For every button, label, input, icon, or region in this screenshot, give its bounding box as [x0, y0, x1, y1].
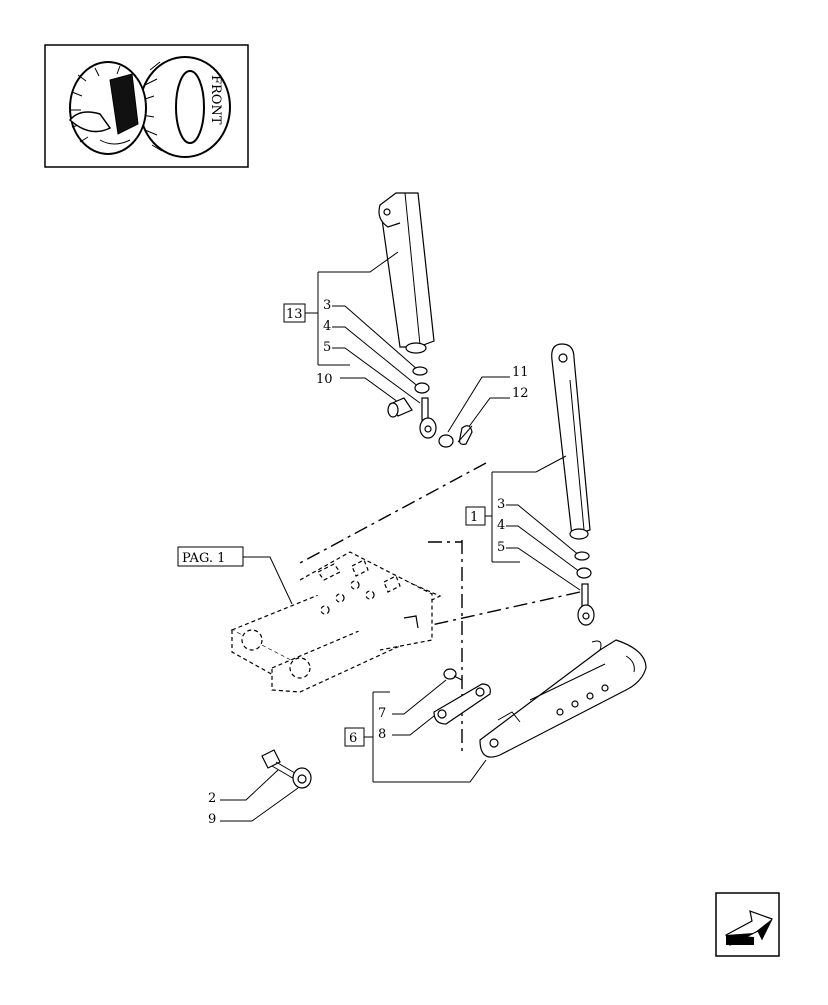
callout-1: 1	[470, 510, 478, 525]
bolt-7	[443, 668, 463, 681]
washer-3-lower	[574, 551, 590, 561]
callout-11: 11	[512, 365, 529, 380]
lift-rod-1	[551, 343, 591, 540]
lift-arm-frame-ref	[230, 551, 442, 693]
callout-7: 7	[378, 706, 386, 721]
bolt-2	[261, 749, 301, 781]
reference-box-pag1	[177, 546, 293, 605]
callout-bracket-1	[465, 455, 567, 563]
next-page-arrow-icon[interactable]	[715, 892, 780, 957]
guide-line-right	[417, 591, 581, 629]
callout-9: 9	[208, 812, 216, 827]
lower-link-6	[479, 639, 647, 758]
callout-3-lower: 3	[497, 497, 505, 512]
washer-4-upper	[414, 382, 430, 394]
clevis-5-upper	[419, 397, 437, 439]
callout-10: 10	[316, 372, 333, 387]
guide-line-upper	[299, 462, 487, 564]
callout-bracket-13	[283, 251, 399, 366]
washer-11	[438, 434, 454, 448]
clip-12	[457, 425, 473, 445]
lift-rod-13	[378, 192, 435, 354]
reference-pag1: PAG. 1	[182, 551, 225, 566]
callout-3-upper: 3	[323, 298, 331, 313]
pin-10	[387, 397, 413, 418]
clevis-5-lower	[577, 583, 595, 626]
washer-4-lower	[576, 567, 592, 579]
tractor-locator-thumbnail: FRONT	[44, 44, 249, 168]
callout-8: 8	[378, 727, 386, 742]
link-plate-8	[433, 683, 491, 725]
callout-5-lower: 5	[497, 540, 505, 555]
nut-9	[292, 767, 312, 789]
callout-6: 6	[349, 731, 357, 746]
callout-bracket-6	[344, 691, 487, 783]
callout-5-upper: 5	[323, 340, 331, 355]
callout-12: 12	[512, 386, 529, 401]
callout-4-upper: 4	[323, 319, 331, 334]
callout-2: 2	[208, 791, 216, 806]
front-label: FRONT	[208, 75, 223, 125]
washer-3-upper	[412, 366, 428, 376]
callout-4-lower: 4	[497, 518, 505, 533]
callout-13: 13	[286, 307, 303, 322]
